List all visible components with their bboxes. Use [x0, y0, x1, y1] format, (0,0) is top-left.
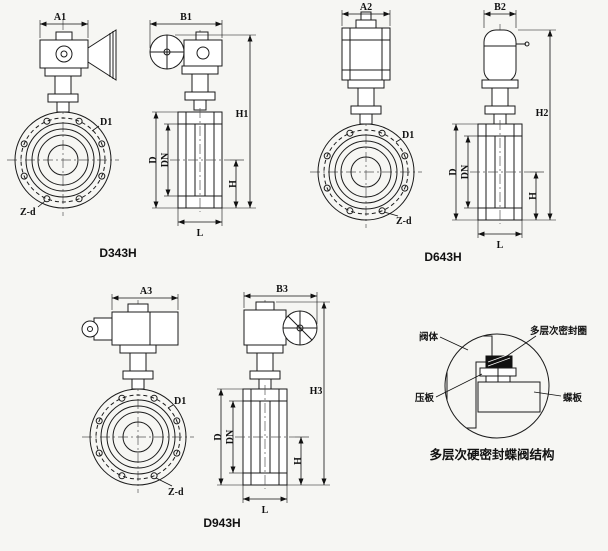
valve-d943h: A3 D1 Z-d: [81, 284, 330, 530]
dim-label-l: L: [197, 228, 204, 239]
dim-label-h2: H2: [536, 108, 549, 119]
dim-label-l: L: [497, 240, 504, 251]
seal-detail: 阀体 多层次密封圈 压板 蝶板 多层次硬密封蝶阀结构: [415, 325, 587, 462]
pneumatic-actuator-front: [341, 11, 391, 81]
dim-d: D: [213, 388, 243, 486]
gearbox: [39, 31, 89, 69]
valve-d643h: A2 D1 Z-d: [309, 2, 556, 264]
callout-disc: 蝶板: [533, 391, 583, 404]
dim-dn: DN: [160, 123, 178, 197]
dim-label-d1: D1: [100, 117, 112, 128]
dim-label-a1: A1: [54, 12, 66, 23]
dim-label-d: D: [148, 156, 159, 163]
d343h-side-view: B1 D DN H H1: [148, 12, 256, 239]
callout-body: 阀体: [419, 331, 469, 351]
pneumatic-actuator-side: [483, 29, 530, 83]
model-label-d643h: D643H: [424, 250, 461, 264]
callout-label-seal: 多层次密封圈: [530, 325, 587, 337]
dim-label-b2: B2: [494, 2, 506, 13]
valve-neck: [119, 344, 157, 390]
electric-actuator-side: [243, 301, 318, 346]
dim-label-h: H: [293, 457, 304, 465]
dim-d1-callout: D1: [167, 396, 186, 409]
dim-h2: H2: [518, 29, 556, 220]
dim-label-d1: D1: [402, 130, 414, 141]
dim-d: D: [148, 111, 178, 209]
d943h-side-view: B3 D DN H H3: [213, 284, 330, 516]
bolt-callout: Z-d: [20, 200, 46, 218]
valve-neck-side: [246, 344, 284, 390]
d643h-front-view: A2 D1 Z-d: [309, 2, 423, 229]
callout-plate: 压板: [415, 373, 483, 404]
dim-l: L: [477, 220, 523, 251]
dim-d: D: [448, 123, 478, 221]
dim-label-b1: B1: [180, 12, 192, 23]
d943h-front-view: A3 D1 Z-d: [81, 286, 195, 498]
dim-d1-callout: D1: [395, 130, 414, 143]
dim-l: L: [242, 485, 288, 516]
dim-a2: A2: [341, 2, 391, 26]
dim-h: H: [522, 171, 556, 221]
callout-label-body: 阀体: [419, 331, 439, 343]
dim-h: H: [287, 436, 330, 486]
dim-d1-callout: D1: [91, 117, 112, 132]
body-section: [234, 384, 296, 490]
dim-label-h: H: [528, 192, 539, 200]
dim-a1: A1: [39, 12, 89, 38]
dim-dn: DN: [460, 135, 478, 209]
dim-dn: DN: [225, 400, 243, 474]
model-label-d343h: D343H: [99, 246, 136, 260]
bolt-callout: Z-d: [155, 477, 184, 498]
detail-section: [446, 335, 541, 429]
dim-label-a2: A2: [360, 2, 372, 13]
body-section: [469, 119, 531, 225]
dim-label-a3: A3: [140, 286, 152, 297]
electric-actuator-front: [81, 303, 179, 346]
dim-b3: B3: [243, 284, 318, 324]
d343h-front-view: A1 D1 Z-d: [6, 12, 120, 218]
dim-label-h: H: [228, 180, 239, 188]
dim-h: H: [222, 159, 256, 209]
handwheel-side: [149, 34, 185, 70]
dim-label-dn: DN: [160, 152, 171, 167]
valve-neck-side: [181, 65, 219, 111]
dim-h1: H1: [175, 34, 256, 208]
dim-a3: A3: [111, 286, 179, 310]
model-label-d943h: D943H: [203, 516, 240, 530]
butterfly-disc-section: [477, 381, 541, 413]
dim-label-l: L: [262, 505, 269, 516]
dim-label-zd: Z-d: [168, 487, 184, 498]
callout-label-disc: 蝶板: [563, 392, 583, 404]
dim-label-b3: B3: [276, 284, 288, 295]
d643h-side-view: B2 D DN H H2: [448, 2, 556, 251]
dim-h3: H3: [276, 301, 330, 485]
dim-label-d: D: [213, 433, 224, 440]
dim-label-h3: H3: [310, 386, 323, 397]
dim-label-zd: Z-d: [20, 207, 36, 218]
gearbox-side: [183, 31, 223, 67]
dim-label-d1: D1: [174, 396, 186, 407]
valve-neck: [347, 79, 385, 125]
dim-label-dn: DN: [225, 429, 236, 444]
dim-l: L: [177, 208, 223, 239]
valve-neck-side: [481, 79, 519, 125]
detail-circle: [444, 333, 550, 439]
handwheel-edge: [87, 29, 117, 81]
dim-label-h1: H1: [236, 109, 249, 120]
dim-label-zd: Z-d: [396, 216, 412, 227]
bolt-callout: Z-d: [383, 211, 412, 227]
dim-b2: B2: [483, 2, 517, 28]
valve-d343h: A1 D1 Z-d: [6, 12, 256, 260]
valve-neck: [44, 67, 82, 113]
detail-caption: 多层次硬密封蝶阀结构: [429, 447, 554, 462]
callout-seal: 多层次密封圈: [503, 325, 587, 359]
dim-label-d: D: [448, 168, 459, 175]
body-section: [169, 107, 231, 213]
callout-label-plate: 压板: [415, 392, 435, 404]
dim-label-dn: DN: [460, 164, 471, 179]
